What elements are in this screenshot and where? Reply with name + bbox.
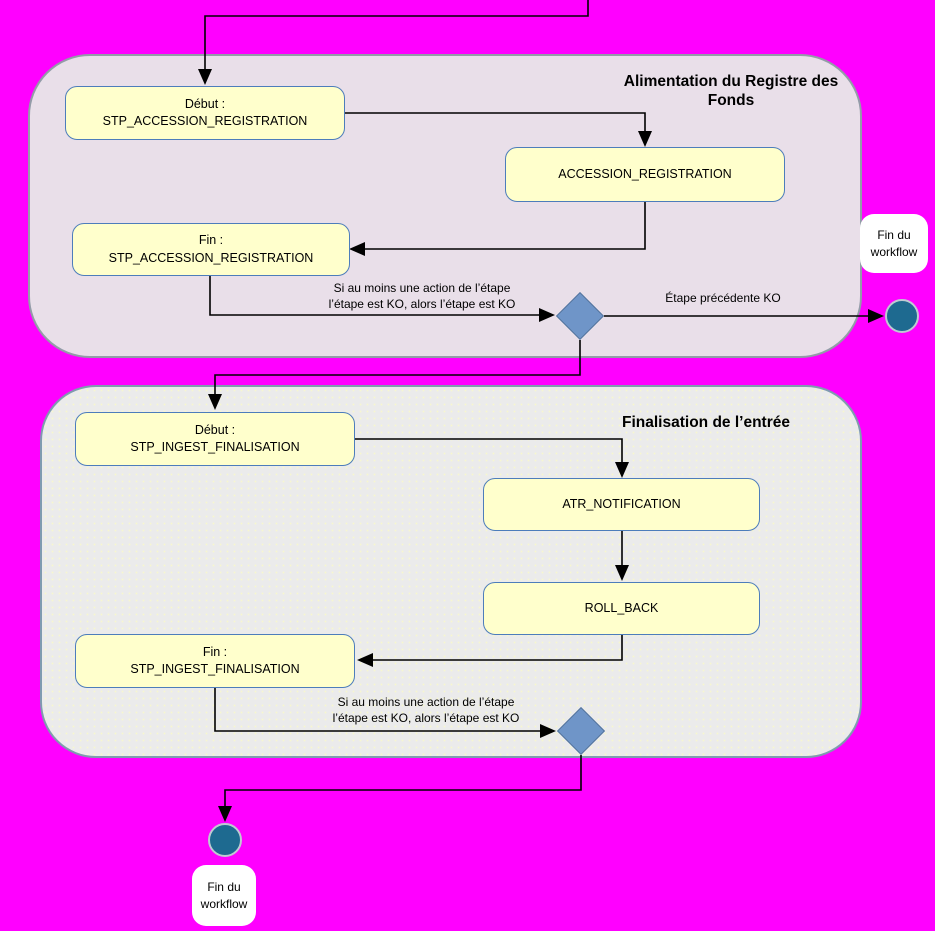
workflow-end-node-2 xyxy=(208,823,242,857)
connector-decision1-to-container2 xyxy=(208,340,581,410)
node-end-ingest-finalisation: Fin : STP_INGEST_FINALISATION xyxy=(75,634,355,688)
node-start-accession-registration: Début : STP_ACCESSION_REGISTRATION xyxy=(65,86,345,140)
node-atr-notification: ATR_NOTIFICATION xyxy=(483,478,760,531)
connector-atr-to-rollback xyxy=(615,531,629,581)
arrowhead xyxy=(357,653,373,667)
arrowhead xyxy=(198,69,212,85)
arrowhead xyxy=(218,806,232,822)
annotation-step-ko-1: Si au moins une action de l’étape l’étap… xyxy=(328,281,516,311)
edge-label-etape-precedente-ko: Étape précédente KO xyxy=(665,291,781,305)
connector-incoming xyxy=(198,0,589,85)
workflow-end-node-1 xyxy=(885,299,919,333)
arrowhead xyxy=(868,309,884,323)
node-roll-back: ROLL_BACK xyxy=(483,582,760,635)
connector-start1-to-action1 xyxy=(345,112,652,147)
connector-end2-to-decision2 xyxy=(214,688,556,738)
arrowhead xyxy=(349,242,365,256)
arrowhead xyxy=(540,724,556,738)
arrowhead xyxy=(615,462,629,478)
connector-rollback-to-end2 xyxy=(357,635,623,667)
arrowhead xyxy=(539,308,555,322)
connector-decision2-to-workflow-end2 xyxy=(218,755,582,822)
workflow-end-label-1: Fin du workflow xyxy=(860,214,928,273)
node-start-ingest-finalisation: Début : STP_INGEST_FINALISATION xyxy=(75,412,355,466)
workflow-end-label-2: Fin du workflow xyxy=(192,865,256,926)
arrowhead xyxy=(208,394,222,410)
arrowhead xyxy=(638,131,652,147)
container1-title: Alimentation du Registre des Fonds xyxy=(623,73,839,109)
annotation-step-ko-2: Si au moins une action de l’étape l’étap… xyxy=(332,695,520,725)
connector-start2-to-atr xyxy=(355,438,629,478)
node-accession-registration: ACCESSION_REGISTRATION xyxy=(505,147,785,202)
connector-decision1-to-workflow-end1 xyxy=(604,309,884,323)
container2-title: Finalisation de l’entrée xyxy=(622,414,790,431)
arrowhead xyxy=(615,565,629,581)
node-end-accession-registration: Fin : STP_ACCESSION_REGISTRATION xyxy=(72,223,350,276)
connector-action1-to-end1 xyxy=(349,202,646,256)
connector-end1-to-decision1 xyxy=(209,276,555,322)
